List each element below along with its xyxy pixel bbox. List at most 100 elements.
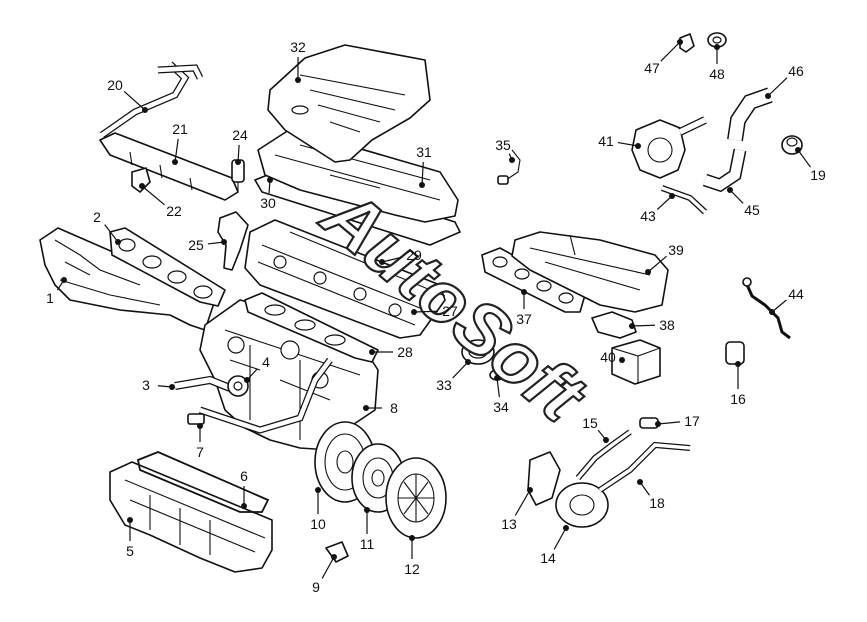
callout-16: 16: [730, 361, 746, 407]
callout-27: 27: [411, 303, 458, 319]
callout-label: 20: [107, 77, 123, 93]
callout-dot: [765, 93, 771, 99]
callout-14: 14: [540, 525, 569, 566]
callout-dot: [669, 193, 675, 199]
callout-label: 27: [442, 303, 458, 319]
callout-label: 33: [436, 377, 452, 393]
callout-dot: [527, 487, 533, 493]
part-bracket: [217, 211, 249, 271]
part-thermostat-housing: [227, 375, 249, 397]
callout-dot: [795, 147, 801, 153]
part-upper-hose: [727, 87, 773, 142]
callout-leader-line: [771, 299, 787, 313]
callout-dot: [235, 159, 241, 165]
part-pipe-bracket: [660, 185, 708, 215]
callout-dot: [465, 359, 471, 365]
callout-leader-line: [123, 90, 146, 111]
callout-label: 25: [188, 237, 204, 253]
callout-dot: [769, 309, 775, 315]
callout-30: 30: [260, 177, 276, 211]
callout-dot: [619, 357, 625, 363]
callout-leader-line: [797, 149, 811, 168]
part-control-module: [611, 339, 661, 385]
part-oil-pan-gasket: [136, 451, 270, 513]
callout-dot: [645, 269, 651, 275]
part-oil-pan: [109, 461, 273, 573]
callout-17: 17: [655, 413, 700, 429]
callout-label: 6: [240, 468, 248, 484]
callout-dot: [714, 44, 720, 50]
callout-leader-line: [321, 556, 335, 579]
part-water-pump: [631, 116, 707, 179]
callout-dot: [363, 405, 369, 411]
callout-18: 18: [637, 479, 665, 511]
callout-label: 24: [232, 127, 248, 143]
callout-15: 15: [582, 415, 609, 443]
callout-leader-line: [660, 41, 681, 62]
part-pressure-plate: [385, 457, 447, 539]
callout-dot: [295, 77, 301, 83]
callout-label: 21: [172, 121, 188, 137]
callout-28: 28: [369, 344, 413, 360]
callout-label: 17: [684, 413, 700, 429]
callout-45: 45: [727, 187, 760, 218]
callout-label: 47: [644, 60, 660, 76]
callout-41: 41: [598, 133, 641, 149]
callout-47: 47: [644, 39, 683, 76]
callout-label: 32: [290, 39, 306, 55]
part-sensor-wire: [497, 149, 521, 185]
callout-leader-line: [413, 310, 439, 313]
part-lower-hose: [702, 148, 747, 193]
callout-dot: [677, 39, 683, 45]
callout-label: 39: [668, 242, 684, 258]
part-coolant-tube: [198, 357, 333, 434]
callout-dot: [735, 361, 741, 367]
callout-5: 5: [126, 517, 134, 559]
callout-dot: [635, 143, 641, 149]
part-intake-gasket: [481, 247, 586, 313]
callout-dot: [142, 107, 148, 113]
part-feed-hose: [598, 441, 691, 493]
callout-label: 15: [582, 415, 598, 431]
callout-40: 40: [600, 349, 625, 365]
callout-dot: [637, 479, 643, 485]
part-coolant-pipe: [174, 375, 232, 392]
callout-dot: [315, 487, 321, 493]
callout-10: 10: [310, 487, 326, 532]
callout-dot: [521, 289, 527, 295]
callout-37: 37: [516, 289, 532, 327]
callout-13: 13: [501, 487, 533, 532]
callout-label: 45: [744, 202, 760, 218]
callout-leader-line: [514, 489, 531, 516]
callout-leader-line: [553, 527, 567, 550]
part-cylinder-head: [244, 219, 446, 339]
part-crank-seal: [461, 339, 495, 365]
callout-dot: [61, 277, 67, 283]
callout-dot: [629, 323, 635, 329]
callout-7: 7: [196, 423, 204, 460]
callout-label: 34: [493, 399, 509, 415]
callout-label: 35: [495, 137, 511, 153]
callout-leader-line: [656, 195, 673, 211]
callout-48: 48: [709, 44, 725, 82]
callout-dot: [411, 309, 417, 315]
callout-label: 14: [540, 550, 556, 566]
callout-dot: [603, 437, 609, 443]
callout-dot: [197, 423, 203, 429]
callout-leader-line: [631, 324, 656, 327]
callout-39: 39: [645, 242, 684, 275]
callout-dot: [172, 159, 178, 165]
part-temp-sensor: [679, 33, 695, 53]
callout-9: 9: [312, 554, 337, 595]
callout-6: 6: [240, 468, 248, 509]
callout-dot: [267, 177, 273, 183]
part-sensor-clip: [325, 541, 349, 563]
part-valve: [725, 341, 745, 365]
callout-11: 11: [360, 507, 375, 552]
callout-dot: [419, 182, 425, 188]
callout-label: 11: [360, 536, 375, 552]
callout-label: 5: [126, 543, 134, 559]
callout-dot: [169, 384, 175, 390]
callout-dot: [727, 187, 733, 193]
callout-label: 7: [196, 444, 204, 460]
